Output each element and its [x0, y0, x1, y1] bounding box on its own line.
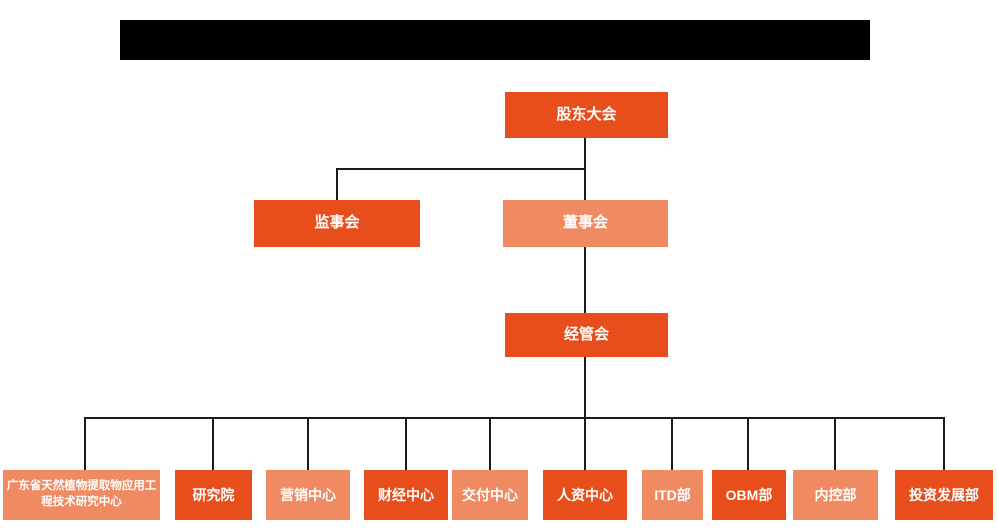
org-node-delivery-center: 交付中心 — [452, 470, 528, 520]
org-node-obm-department: OBM部 — [712, 470, 786, 520]
connector-mgmt-down — [584, 357, 586, 418]
org-node-management-committee: 经管会 — [505, 313, 668, 357]
org-node-shareholders-meeting: 股东大会 — [505, 92, 668, 138]
org-node-board-of-directors: 董事会 — [503, 200, 668, 247]
redacted-title-bar — [120, 20, 870, 60]
connector-drop — [671, 417, 673, 470]
org-node-research-center: 广东省天然植物提取物应用工程技术研究中心 — [3, 470, 160, 520]
connector-drop — [307, 417, 309, 470]
connector-drop — [84, 417, 86, 470]
org-node-finance-center: 财经中心 — [364, 470, 448, 520]
connector-drop — [405, 417, 407, 470]
connector-branch-horizontal — [336, 168, 586, 170]
connector-drop — [943, 417, 945, 470]
org-node-marketing-center: 营销中心 — [266, 470, 350, 520]
org-node-supervisory-board: 监事会 — [254, 200, 420, 247]
org-node-itd-department: ITD部 — [642, 470, 703, 520]
connector-drop — [584, 417, 586, 470]
connector-drop — [747, 417, 749, 470]
connector-drop — [212, 417, 214, 470]
connector-drop — [489, 417, 491, 470]
connector-board-to-mgmt — [584, 247, 586, 313]
connector-supervisory-drop — [336, 168, 338, 200]
connector-departments-bus — [84, 417, 945, 419]
org-node-research-institute: 研究院 — [175, 470, 252, 520]
connector-drop — [834, 417, 836, 470]
org-node-hr-center: 人资中心 — [543, 470, 627, 520]
org-node-internal-control-department: 内控部 — [793, 470, 878, 520]
org-node-investment-development-department: 投资发展部 — [895, 470, 993, 520]
